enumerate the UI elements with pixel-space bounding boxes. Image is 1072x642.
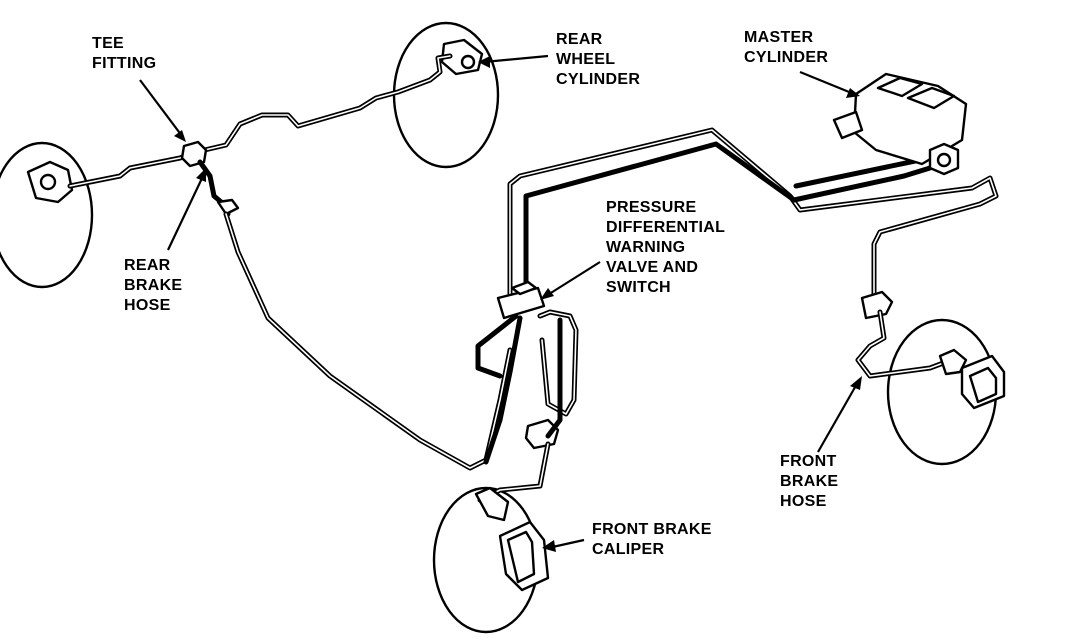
front-right-brake-rotor (855, 290, 1006, 466)
label-rear-brake-hose: REAR BRAKE HOSE (124, 257, 183, 314)
left-rear-brake-drum (0, 141, 94, 289)
right-rear-brake-drum (392, 21, 500, 169)
front-left-brake-rotor (432, 441, 551, 634)
rear-brake-lines (67, 53, 453, 217)
main-brake-line (223, 211, 513, 471)
callout-leaders (139, 54, 862, 552)
pressure-differential-valve (475, 280, 579, 465)
master-cylinder (832, 72, 968, 176)
label-rear-wheel-cylinder: REAR WHEEL CYLINDER (556, 31, 641, 88)
label-master-cylinder: MASTER CYLINDER (744, 29, 829, 66)
label-pressure-differential-valve: PRESSURE DIFFERENTIAL WARNING VALVE AND … (606, 199, 726, 296)
label-tee-fitting: TEE FITTING (92, 35, 157, 72)
label-front-brake-hose: FRONT BRAKE HOSE (780, 453, 839, 510)
label-front-brake-caliper: FRONT BRAKE CALIPER (592, 521, 712, 558)
